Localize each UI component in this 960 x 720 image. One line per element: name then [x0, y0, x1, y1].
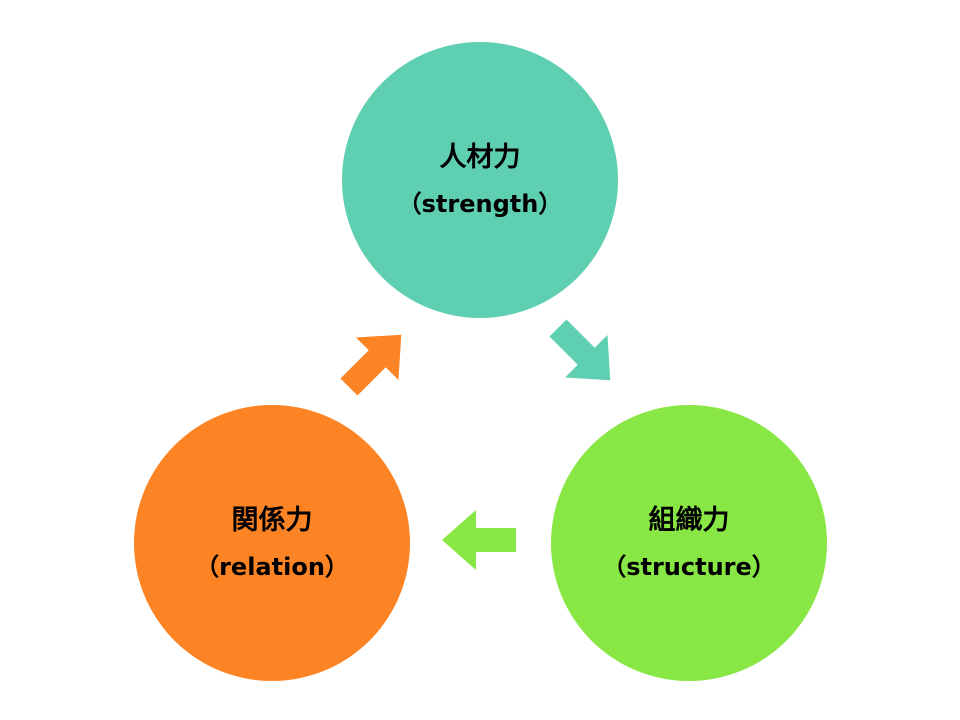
arrow-relation-to-strength [340, 334, 402, 396]
node-structure-subtitle: （structure） [602, 553, 776, 581]
node-structure: 組織力 （structure） [551, 405, 827, 681]
node-structure-title: 組織力 [648, 505, 730, 536]
node-relation: 関係力 （relation） [134, 405, 410, 681]
node-strength-title: 人材力 [439, 142, 521, 173]
arrow-strength-to-structure [549, 319, 611, 381]
node-strength-subtitle: （strength） [397, 190, 563, 218]
node-strength: 人材力 （strength） [342, 42, 618, 318]
node-relation-subtitle: （relation） [195, 553, 349, 581]
arrow-structure-to-relation [442, 510, 516, 570]
node-relation-title: 関係力 [231, 505, 313, 536]
